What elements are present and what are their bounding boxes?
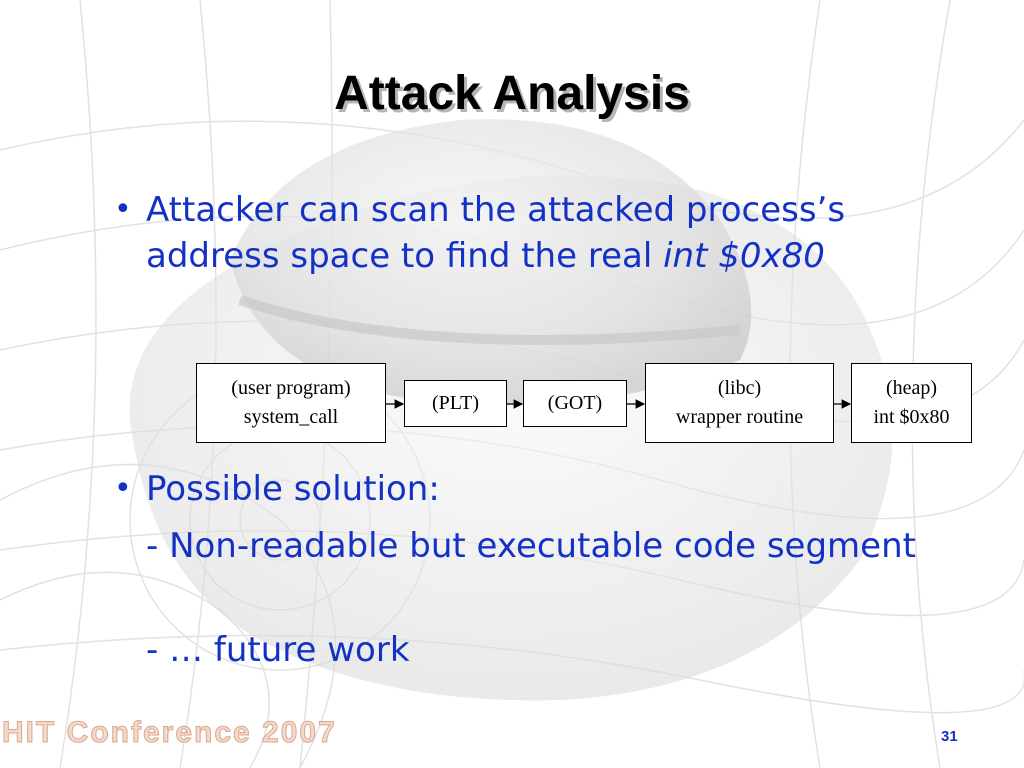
bullet-text: Possible solution: — [146, 469, 440, 509]
bullet-dot: • — [114, 192, 132, 227]
diagram-box-got: (GOT) — [523, 380, 627, 427]
box-line: (user program) — [231, 377, 351, 399]
box-line: system_call — [243, 406, 339, 428]
footer-conference-logo: HIT Conference 2007 — [2, 716, 337, 750]
diagram-box-libc: (libc) wrapper routine — [645, 363, 834, 443]
sub-item-non-readable: - Non-readable but executable code segme… — [146, 526, 916, 566]
sub-item-future-work: - … future work — [146, 630, 410, 670]
diagram-box-plt: (PLT) — [404, 380, 507, 427]
box-line: (GOT) — [547, 392, 603, 414]
diagram-box-heap: (heap) int $0x80 — [851, 363, 972, 443]
box-line: (PLT) — [431, 392, 480, 414]
page-number: 31 — [941, 728, 958, 745]
box-line: wrapper routine — [675, 406, 804, 428]
box-line: int $0x80 — [873, 406, 950, 428]
bullet-possible-solution: • Possible solution: — [114, 466, 946, 512]
slide-title: Attack Analysis — [334, 67, 690, 120]
bullet-dot: • — [114, 471, 132, 506]
bullet-text: Attacker can scan the attacked process’s… — [146, 190, 846, 276]
box-line: (heap) — [885, 377, 938, 399]
diagram-box-user-program: (user program) system_call — [196, 363, 386, 443]
bullet-attacker-scan: • Attacker can scan the attacked process… — [114, 187, 976, 279]
bullet-italic-term: int $0x80 — [663, 236, 825, 276]
box-line: (libc) — [717, 377, 762, 399]
